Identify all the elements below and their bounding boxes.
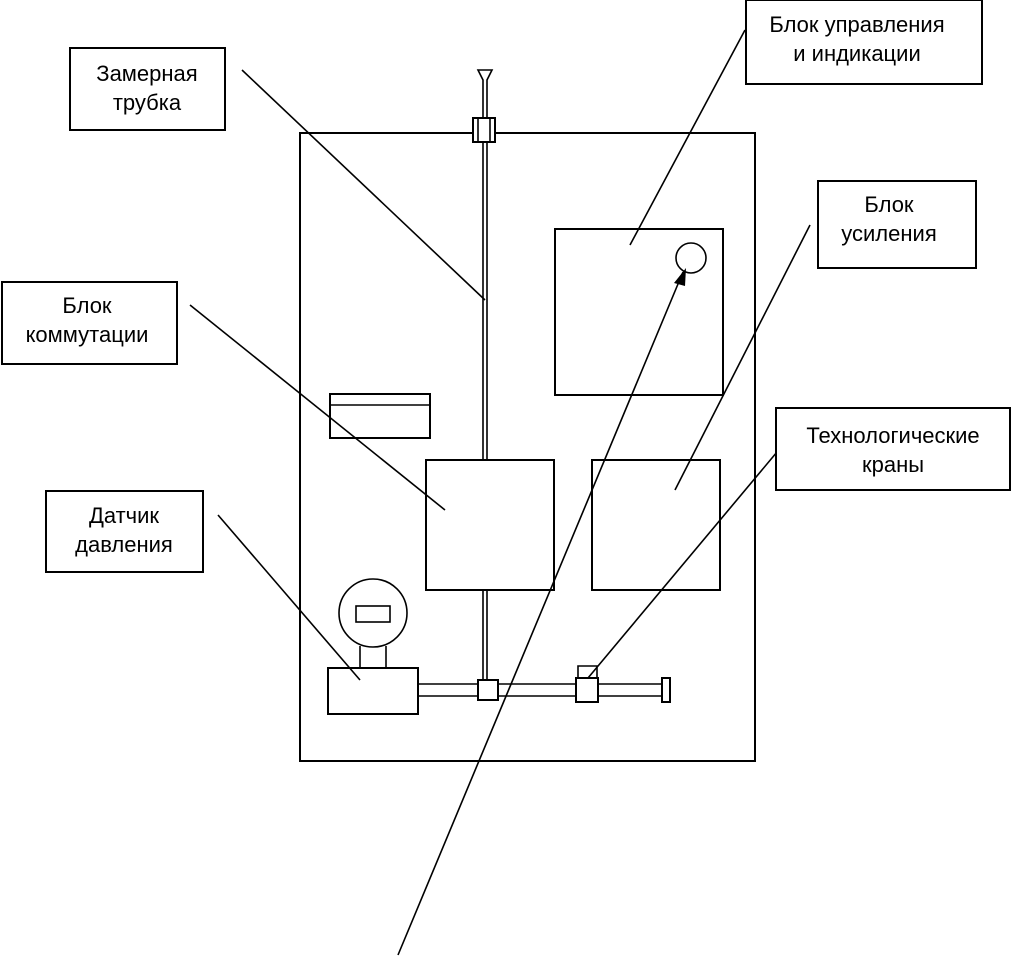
label-switching-unit: Блок коммутации [1, 281, 178, 365]
label-measuring-tube: Замерная трубка [69, 47, 226, 131]
leader-process-valves [587, 451, 778, 679]
leader-measuring-tube [241, 69, 486, 301]
label-control-indication-unit: Блок управления и индикации [745, 0, 983, 85]
pipe-line [418, 665, 671, 703]
leader-pressure-sensor [217, 514, 361, 681]
label-pressure-sensor: Датчик давления [45, 490, 204, 573]
label-process-valves: Технологические краны [775, 407, 1011, 491]
label-pressure-sensor-line-1: Датчик [89, 503, 159, 528]
switching-unit [425, 459, 555, 591]
control-indication-unit [554, 228, 724, 396]
label-control-unit-line-2: и индикации [793, 41, 921, 66]
label-switching-line-2: коммутации [26, 322, 149, 347]
indicator-circle [675, 242, 707, 274]
leader-amplification-unit [674, 224, 811, 491]
leader-control-unit [629, 29, 746, 246]
leader-switching-unit [189, 304, 446, 511]
label-measuring-tube-line-2: трубка [113, 90, 182, 115]
amplification-unit [591, 459, 721, 591]
label-process-valves-line-1: Технологические [806, 423, 979, 448]
label-amplification-line-1: Блок [864, 192, 914, 217]
label-measuring-tube-line-1: Замерная [96, 61, 197, 86]
label-control-unit-line-1: Блок управления [769, 12, 944, 37]
arrow-to-indicator [397, 268, 686, 956]
pressure-sensor [327, 578, 419, 715]
small-unit [329, 393, 431, 439]
label-pressure-sensor-line-2: давления [75, 532, 173, 557]
main-panel [299, 132, 756, 762]
label-process-valves-line-2: краны [862, 452, 924, 477]
label-amplification-line-2: усиления [841, 221, 936, 246]
label-switching-line-1: Блок [62, 293, 112, 318]
label-amplification-unit: Блок усиления [817, 180, 977, 269]
